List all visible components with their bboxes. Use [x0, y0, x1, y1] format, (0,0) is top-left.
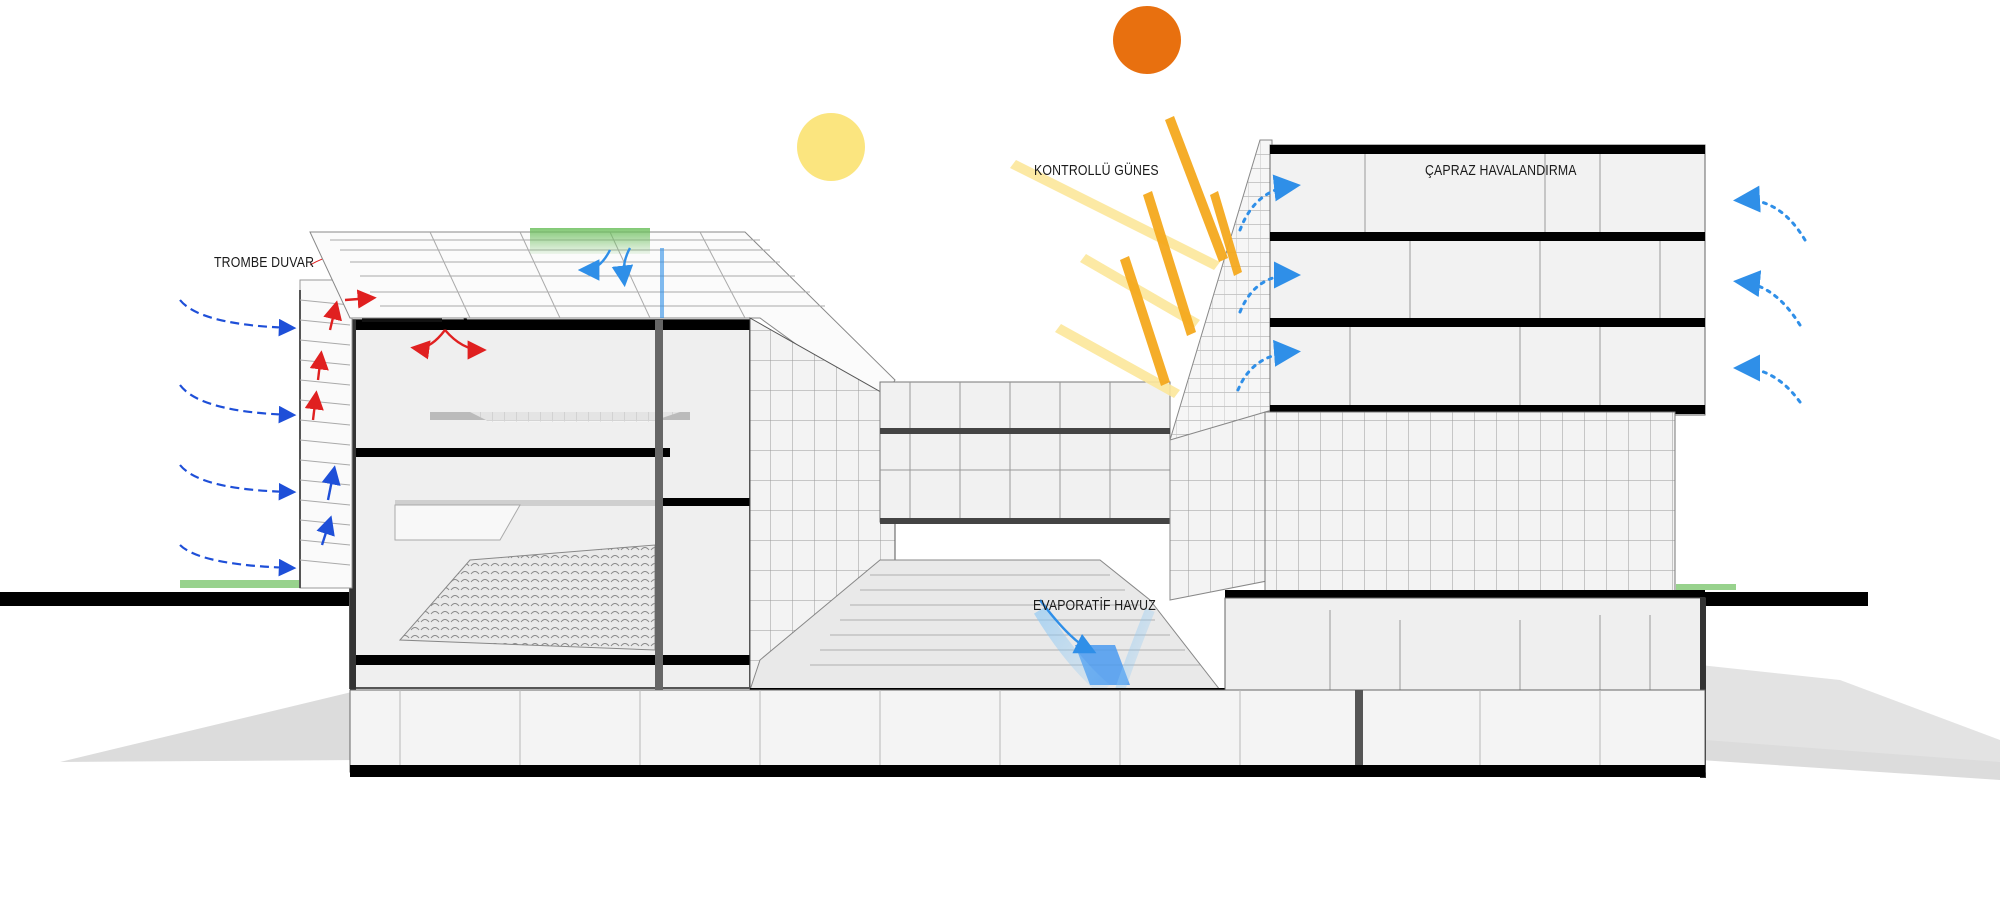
office-block [1169, 139, 1706, 778]
sun-high-icon [1113, 6, 1181, 74]
roof-pergola [309, 228, 896, 406]
sun-low-icon [797, 113, 865, 181]
cross-vent-arrow-icon [1236, 174, 1807, 404]
evap-pool-label: EVAPORATİF HAVUZ [1033, 597, 1156, 614]
auditorium-block [349, 319, 751, 700]
sun-ray-icon [1010, 116, 1242, 398]
cross-vent-label: ÇAPRAZ HAVALANDIRMA [1425, 162, 1577, 179]
ground-line [0, 580, 1868, 606]
courtyard [749, 317, 1700, 697]
warm-air-arrow-icon [304, 289, 487, 546]
sun-control-label: KONTROLLÜ GÜNES [1034, 162, 1159, 179]
wind-arrow-icon [179, 299, 297, 577]
airflow-arrow-icon [577, 247, 1097, 654]
trombe-wall-label: TROMBE DUVAR [214, 254, 315, 271]
basement [349, 689, 1706, 777]
